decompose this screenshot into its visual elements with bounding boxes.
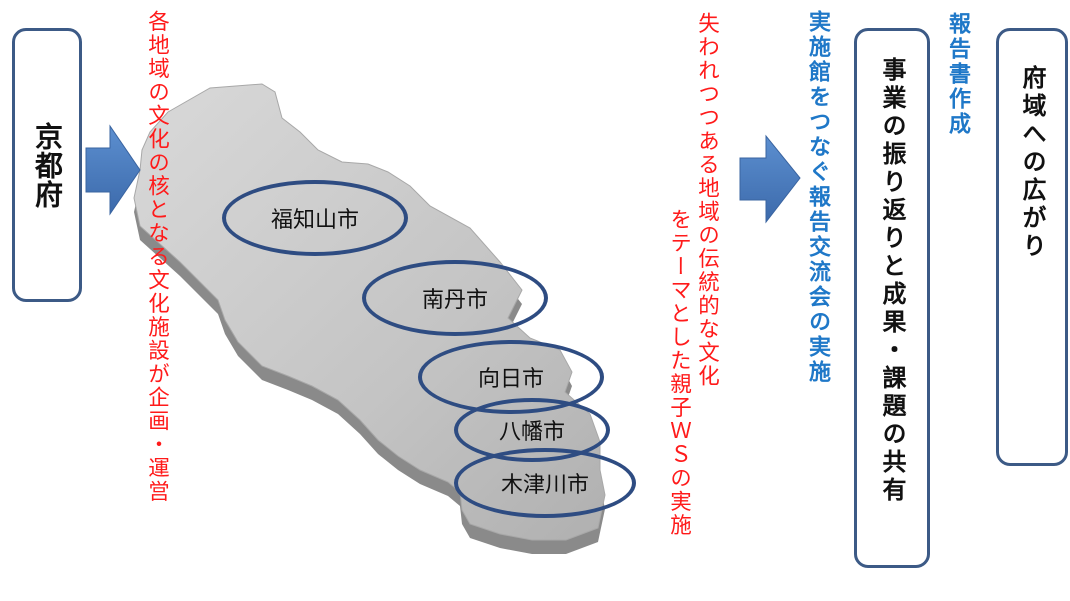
report-meeting-text: 実施館をつなぐ報告交流会の実施 [805,10,830,385]
facility-description-text: 各地域の文化の核となる文化施設が企画・運営 [144,10,170,504]
prefecture-box: 京都府 [12,28,82,302]
city-kizugawa: 木津川市 [454,448,636,518]
city-label: 向日市 [477,367,544,392]
city-label: 八幡市 [498,420,565,445]
arrow-right-icon [739,134,801,224]
spread-box: 府域への広がり [996,28,1068,466]
city-label: 福知山市 [270,208,359,233]
city-fukuchiyama: 福知山市 [222,180,408,256]
review-box-label: 事業の振り返りと成果・課題の共有 [878,57,906,505]
review-box: 事業の振り返りと成果・課題の共有 [854,28,930,568]
workshop-text-line2: をテーマとした親子ＷＳの実施 [666,208,692,537]
prefecture-label: 京都府 [31,121,64,209]
city-nantan: 南丹市 [362,260,548,336]
report-writing-text: 報告書作成 [945,12,970,137]
city-label: 木津川市 [500,473,589,498]
spread-box-label: 府域への広がり [1018,65,1046,261]
workshop-text-line1: 失われつつある地域の伝統的な文化 [694,12,720,388]
city-label: 南丹市 [421,288,488,313]
arrow-right-icon [85,124,141,216]
